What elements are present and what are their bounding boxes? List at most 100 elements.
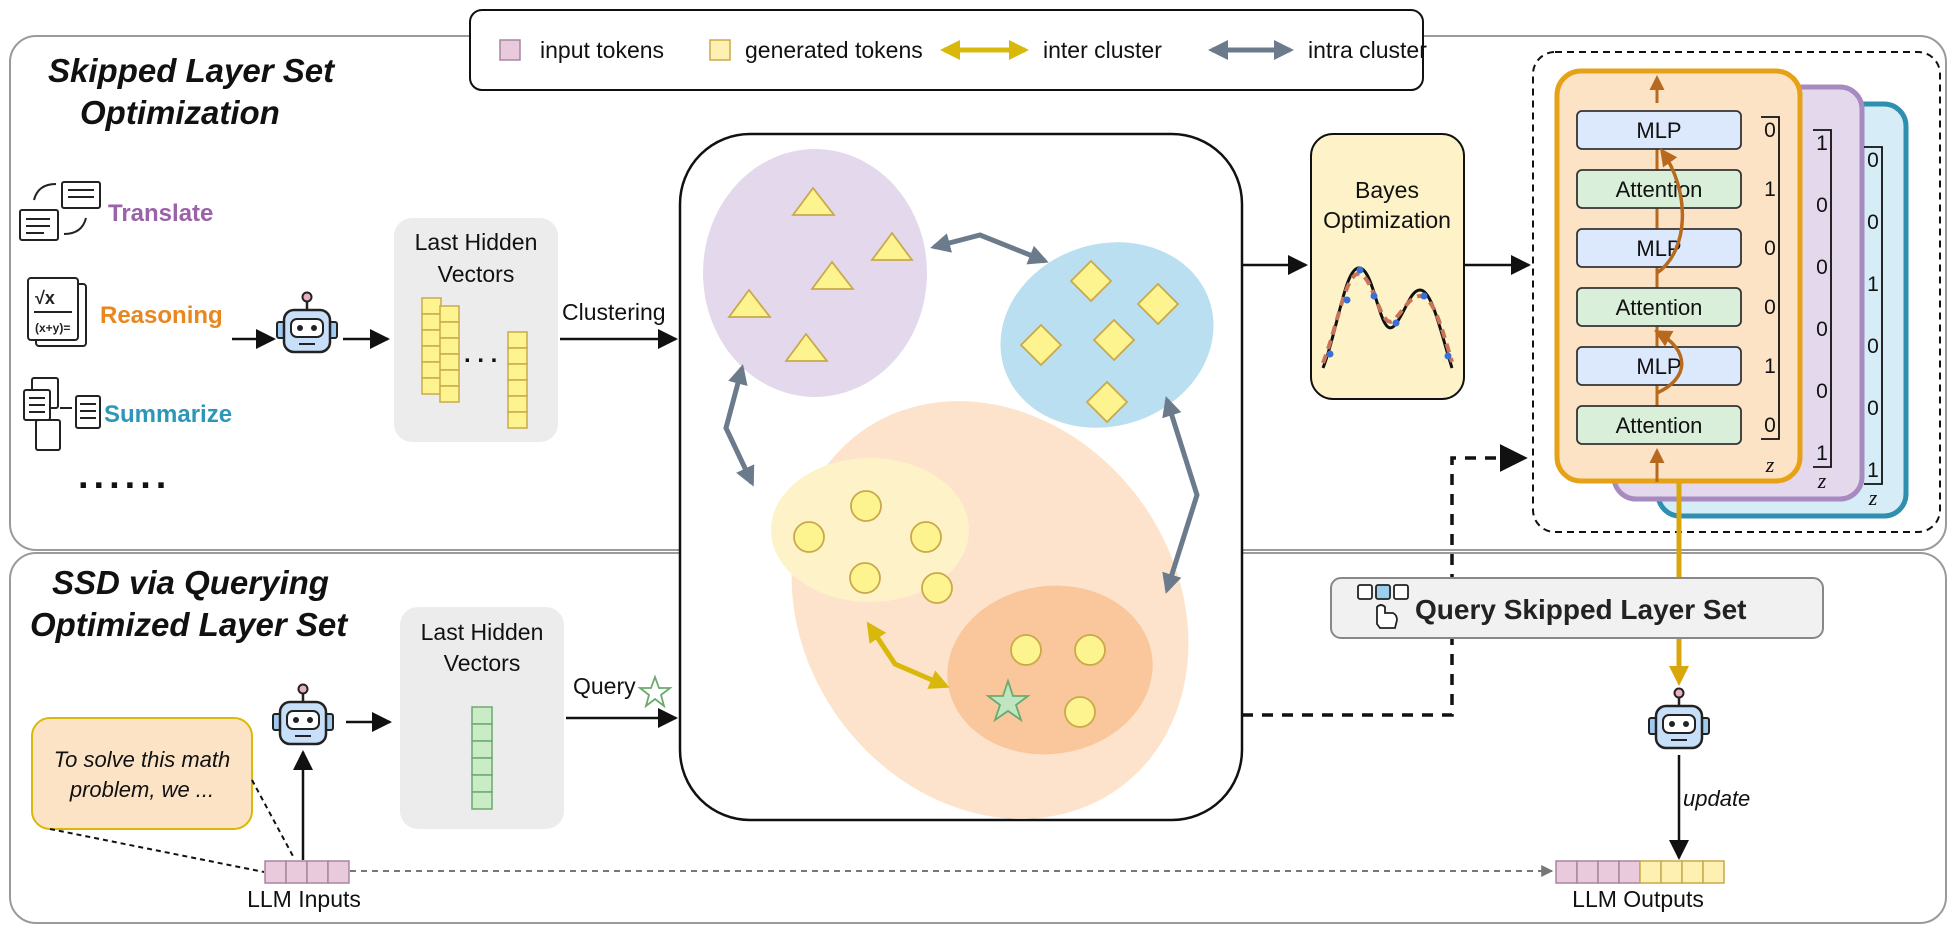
prompt-text-1: To solve this math xyxy=(54,747,231,772)
vector-cell-bottom-0 xyxy=(471,706,493,725)
llm-outputs-label: LLM Outputs xyxy=(1572,886,1704,912)
layer-box-5 xyxy=(1576,405,1742,445)
layer-label-3: Attention xyxy=(1616,295,1703,320)
skip-arrows xyxy=(1653,148,1685,395)
task-more: ...... xyxy=(78,455,171,497)
input-token-3 xyxy=(327,860,350,884)
input-token-0 xyxy=(264,860,287,884)
zBack-bit-4: 0 xyxy=(1867,397,1879,420)
legend-input-swatch xyxy=(499,39,521,61)
vector-cell-top-0-0 xyxy=(421,297,442,315)
bottom-section-title-2: Optimized Layer Set xyxy=(30,606,349,643)
hidden-vector-stack-top xyxy=(421,297,528,429)
layer-box-3 xyxy=(1576,287,1742,327)
vector-cell-top-2-2 xyxy=(507,363,528,381)
hidden-vectors-bottom-title-1: Last Hidden xyxy=(421,619,544,645)
svg-text:(x+y)=: (x+y)= xyxy=(35,321,70,335)
legend-input-label: input tokens xyxy=(540,37,664,63)
vector-cell-top-2-3 xyxy=(507,379,528,397)
output-input-token-1 xyxy=(1576,860,1599,884)
zBack-z: z xyxy=(1868,485,1878,510)
inter-cluster-arrow xyxy=(866,621,950,689)
translate-icon xyxy=(19,181,101,241)
hand-pointer-icon xyxy=(1357,584,1409,629)
vector-cell-top-0-3 xyxy=(421,345,442,363)
zFront-bit-4: 1 xyxy=(1764,355,1776,378)
zMiddle-bit-2: 0 xyxy=(1816,256,1828,279)
top-section-title-1: Skipped Layer Set xyxy=(48,52,336,89)
vector-cell-bottom-4 xyxy=(471,774,493,793)
query-skipped-button[interactable]: Query Skipped Layer Set xyxy=(1330,577,1824,639)
vector-cell-top-1-1 xyxy=(439,321,460,339)
zFront-bracket xyxy=(1761,116,1780,440)
output-input-token-2 xyxy=(1597,860,1620,884)
vector-cell-bottom-2 xyxy=(471,740,493,759)
triangle-tokens xyxy=(727,186,914,362)
top-section-title-2: Optimization xyxy=(80,94,280,131)
zFront-bit-1: 1 xyxy=(1764,178,1776,201)
task-reasoning: Reasoning xyxy=(100,302,223,329)
vector-cell-top-0-2 xyxy=(421,329,442,347)
zBack-bit-0: 0 xyxy=(1867,149,1879,172)
llm-output-tokens xyxy=(1555,860,1725,884)
task-summarize: Summarize xyxy=(104,401,232,428)
zMiddle-bit-1: 0 xyxy=(1816,194,1828,217)
zBack-bit-5: 1 xyxy=(1867,459,1879,482)
bottom-section-title-1: SSD via Querying xyxy=(52,564,329,601)
diamond-tokens xyxy=(1019,259,1180,424)
vector-cell-top-1-3 xyxy=(439,353,460,371)
vector-cell-bottom-5 xyxy=(471,791,493,810)
vector-cell-top-0-5 xyxy=(421,377,442,395)
yellow-subcluster xyxy=(771,458,969,602)
output-input-token-3 xyxy=(1618,860,1641,884)
llm-input-tokens xyxy=(264,860,350,884)
bayes-title-1: Bayes xyxy=(1355,177,1419,203)
bayes-title-2: Optimization xyxy=(1323,207,1451,233)
zFront-z: z xyxy=(1765,452,1775,477)
prompt-link-2 xyxy=(49,828,265,873)
vector-cell-top-1-4 xyxy=(439,369,460,387)
math-sheet-icon: √x (x+y)= xyxy=(27,277,87,347)
vector-cell-top-1-5 xyxy=(439,385,460,403)
clustering-label: Clustering xyxy=(562,299,666,325)
vector-cell-top-2-5 xyxy=(507,411,528,429)
layer-box-1 xyxy=(1576,169,1742,209)
layer-label-0: MLP xyxy=(1636,118,1681,143)
zMiddle-bracket xyxy=(1813,129,1832,468)
vector-cell-top-0-1 xyxy=(421,313,442,331)
input-token-1 xyxy=(285,860,308,884)
llm-inputs-label: LLM Inputs xyxy=(247,886,361,912)
vector-cell-bottom-1 xyxy=(471,723,493,742)
prompt-link-1 xyxy=(251,779,295,859)
vector-dots: . . . xyxy=(464,341,497,368)
legend-generated-swatch xyxy=(709,39,731,61)
prompt-bubble xyxy=(31,717,253,830)
vector-cell-top-0-4 xyxy=(421,361,442,379)
zFront-bit-5: 0 xyxy=(1764,414,1776,437)
output-input-token-0 xyxy=(1555,860,1578,884)
layer-label-1: Attention xyxy=(1616,177,1703,202)
zMiddle-bit-0: 1 xyxy=(1816,132,1828,155)
zBack-bracket xyxy=(1864,146,1883,485)
legend-inter-label: inter cluster xyxy=(1043,37,1162,63)
zMiddle-bit-4: 0 xyxy=(1816,380,1828,403)
bayes-box xyxy=(1310,133,1465,400)
intra-cluster-arrows xyxy=(723,232,1200,594)
hidden-vectors-bottom-title-2: Vectors xyxy=(444,650,521,676)
zFront-bit-3: 0 xyxy=(1764,296,1776,319)
layer-label-2: MLP xyxy=(1636,236,1681,261)
query-star-icon xyxy=(637,674,673,709)
prompt-text-2: problem, we ... xyxy=(69,777,214,802)
layer-box-0 xyxy=(1576,110,1742,150)
generated-token-5 xyxy=(1660,860,1683,884)
input-token-2 xyxy=(306,860,329,884)
generated-token-7 xyxy=(1702,860,1725,884)
zMiddle-z: z xyxy=(1817,468,1827,493)
zMiddle-bit-3: 0 xyxy=(1816,318,1828,341)
bayes-curve-icon xyxy=(1321,266,1454,369)
query-skipped-label: Query Skipped Layer Set xyxy=(1415,594,1746,625)
